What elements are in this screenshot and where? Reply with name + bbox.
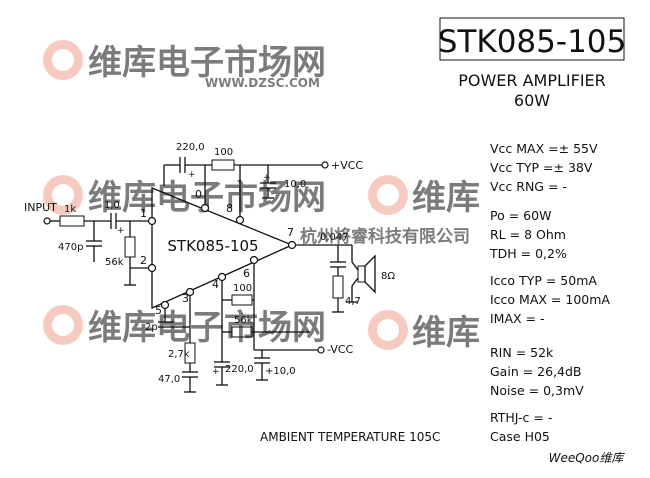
watermark-company: 杭州将睿科技有限公司 [300, 226, 470, 247]
schematic: STK085-105 INPUT 1k 1,0 + 470p 56k 1 2 [24, 142, 395, 393]
pin-4-label: 4 [212, 278, 219, 291]
pin-2 [147, 263, 157, 273]
watermark-text: 维库 [412, 313, 480, 353]
polarity-mark: + [212, 367, 220, 377]
spec-rin: RIN = 52k [490, 345, 554, 360]
pin-5-label: 5 [155, 304, 162, 317]
spec-vcc-rng: Vcc RNG = - [490, 179, 567, 194]
polarity-mark: + [188, 170, 196, 180]
capacitor-220u-label: 220,0 [176, 142, 205, 153]
vcc-minus-terminal [317, 346, 325, 354]
resistor-1k [59, 215, 85, 227]
speaker-icon [357, 265, 366, 283]
resistor-100-top [211, 159, 235, 171]
capacitor-47u-label: 47,0 [158, 374, 180, 385]
pin-5 [160, 300, 170, 310]
resistor-56k-input [124, 236, 136, 258]
speaker-label: 8Ω [381, 271, 395, 282]
spec-vcc-typ: Vcc TYP =± 38V [490, 160, 593, 175]
capacitor-1u-label: 1,0 [104, 200, 120, 211]
watermark-text: 维库 [412, 178, 480, 218]
brand-logo-text: WeeQoo维库 [549, 451, 626, 465]
case-label: Case H05 [490, 429, 550, 444]
specs-list: Vcc MAX =± 55V Vcc TYP =± 38V Vcc RNG = … [489, 141, 610, 444]
pin-0 [200, 203, 210, 213]
pin-8 [235, 215, 245, 225]
pin-6 [249, 255, 259, 265]
title-box [439, 17, 625, 61]
resistor-47 [332, 275, 344, 299]
chip-label: STK085-105 [167, 237, 258, 255]
capacitor-2p-label: 2p [145, 322, 158, 333]
resistor-56k-mid-label: 56k [234, 315, 253, 326]
polarity-mark: + [117, 226, 125, 236]
pin-7 [287, 240, 297, 250]
spec-gain: Gain = 26,4dB [490, 364, 582, 379]
resistor-1k-label: 1k [64, 204, 76, 215]
vcc-minus-label: -VCC [327, 343, 354, 356]
polarity-mark: + [263, 173, 271, 183]
input-label: INPUT [24, 201, 57, 214]
pin-4 [217, 272, 227, 282]
capacitor-220u-b-label: 220,0 [225, 364, 254, 375]
resistor-100-top-label: 100 [214, 147, 233, 158]
resistor-100-mid [231, 294, 253, 306]
input-terminal [43, 217, 51, 225]
watermark-url: WWW.DZSC.COM [205, 76, 320, 90]
pin-2-label: 2 [140, 254, 147, 267]
pin-1 [147, 216, 157, 226]
pin-1-label: 1 [140, 207, 147, 220]
spec-tdh: TDH = 0,2% [489, 246, 567, 261]
resistor-27k-label: 2,7k [168, 349, 190, 360]
power-rating: 60W [514, 91, 550, 110]
pin-3 [185, 287, 195, 297]
resistor-56k-input-label: 56k [105, 257, 124, 268]
resistor-100-mid-label: 100 [233, 283, 252, 294]
spec-rl: RL = 8 Ohm [490, 227, 566, 242]
pin-0-label: 0 [195, 188, 202, 201]
spec-vcc-max: Vcc MAX =± 55V [490, 141, 598, 156]
vcc-plus-label: +VCC [331, 159, 363, 172]
spec-noise: Noise = 0,3mV [490, 383, 584, 398]
capacitor-470p-label: 470p [58, 242, 83, 253]
watermark: 维库电子市场网 WWW.DZSC.COM 维库电子市场网 维库电子市场网 维库 … [43, 40, 480, 353]
capacitor-10u-b-label: +10,0 [265, 366, 296, 377]
page-title: STK085-105 [438, 24, 626, 60]
spec-rthj: RTHJ-c = - [490, 410, 552, 425]
pin-7-label: 7 [287, 226, 294, 239]
spec-imax: IMAX = - [490, 311, 545, 326]
capacitor-0047-label: 0,047 [320, 232, 349, 243]
page-subtitle: POWER AMPLIFIER [458, 71, 606, 90]
watermark-logo [43, 40, 83, 80]
ambient-temperature-label: AMBIENT TEMPERATURE 105C [260, 430, 440, 444]
watermark-text: 维库电子市场网 [88, 308, 326, 348]
spec-po: Po = 60W [490, 208, 551, 223]
pin-6-label: 6 [243, 267, 250, 280]
pin-3-label: 3 [182, 292, 189, 305]
capacitor-10u-label: 10,0 [284, 179, 306, 190]
pin-8-label: 8 [226, 202, 233, 215]
watermark-text: 维库电子市场网 [88, 43, 326, 83]
spec-icco-max: Icco MAX = 100mA [490, 292, 610, 307]
vcc-plus-terminal [321, 161, 329, 169]
spec-icco-typ: Icco TYP = 50mA [490, 273, 597, 288]
